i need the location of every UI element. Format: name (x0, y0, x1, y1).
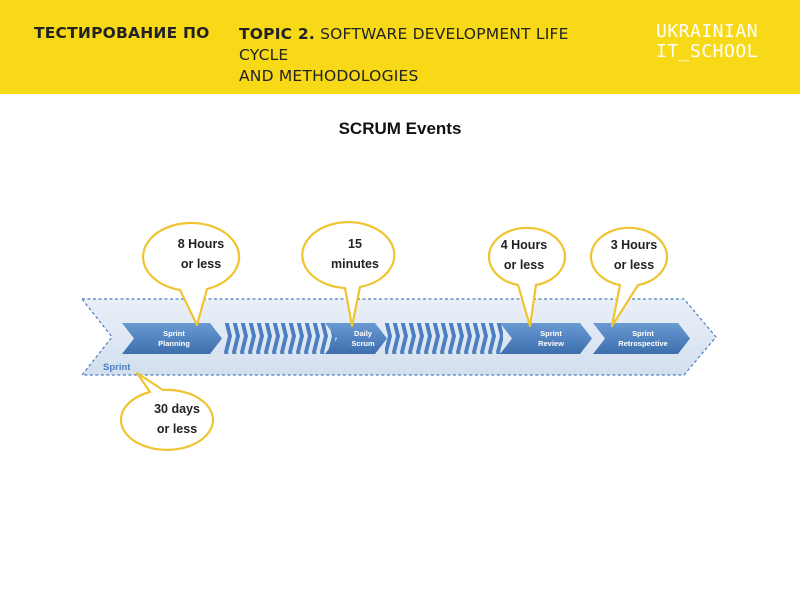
bubble-text-daily-2: minutes (331, 257, 379, 271)
bubble-retro (589, 226, 669, 328)
header-prefix: ТЕСТИРОВАНИЕ ПО (34, 24, 210, 42)
event-label-planning-2: Planning (158, 339, 190, 348)
bubble-text-review-1: 4 Hours (501, 238, 548, 252)
sprint-label: Sprint (103, 362, 131, 373)
bubble-text-sprint-1: 30 days (154, 402, 200, 416)
daily-scrum-arrow (325, 323, 387, 354)
event-label-daily-2: Scrum (351, 339, 375, 348)
chevron-strip-1 (224, 323, 344, 354)
event-label-daily-1: Daily (354, 329, 373, 338)
ukrainian-it-school-logo: UKRAINIAN IT_SCHOOL (656, 22, 758, 62)
bubble-text-retro-2: or less (614, 258, 654, 272)
bubble-review (487, 226, 567, 328)
bubble-daily (301, 221, 396, 328)
bubble-text-daily-1: 15 (348, 237, 362, 251)
header-title: TOPIC 2. SOFTWARE DEVELOPMENT LIFE CYCLE… (239, 24, 629, 87)
bubble-sprint (119, 371, 214, 451)
event-label-planning-1: Sprint (163, 329, 185, 338)
logo-line-1: UKRAINIAN (656, 21, 759, 42)
event-label-review-2: Review (538, 339, 564, 348)
title-line-3: AND METHODOLOGIES (239, 67, 419, 85)
event-label-retro-2: Retrospective (618, 339, 668, 348)
sprint-retrospective-arrow (593, 323, 690, 354)
slide-subtitle: SCRUM Events (338, 119, 462, 138)
bubble-text-planning-2: or less (181, 257, 221, 271)
bubble-text-planning-1: 8 Hours (178, 237, 225, 251)
sprint-review-arrow (500, 323, 592, 354)
logo-line-2: IT_SCHOOL (656, 41, 759, 62)
bubble-planning (142, 221, 241, 327)
sprint-planning-arrow (122, 323, 222, 354)
topic-label: TOPIC 2. (239, 25, 315, 43)
event-label-retro-1: Sprint (632, 329, 654, 338)
header-bar: ТЕСТИРОВАНИЕ ПО TOPIC 2. SOFTWARE DEVELO… (0, 0, 800, 94)
bubble-text-sprint-2: or less (157, 422, 197, 436)
bubble-text-retro-1: 3 Hours (611, 238, 658, 252)
chevron-strip-2 (385, 323, 503, 354)
title-line-1: SOFTWARE DEVELOPMENT LIFE (320, 25, 569, 43)
event-label-review-1: Sprint (540, 329, 562, 338)
title-line-2: CYCLE (239, 46, 289, 64)
bubble-text-review-2: or less (504, 258, 544, 272)
